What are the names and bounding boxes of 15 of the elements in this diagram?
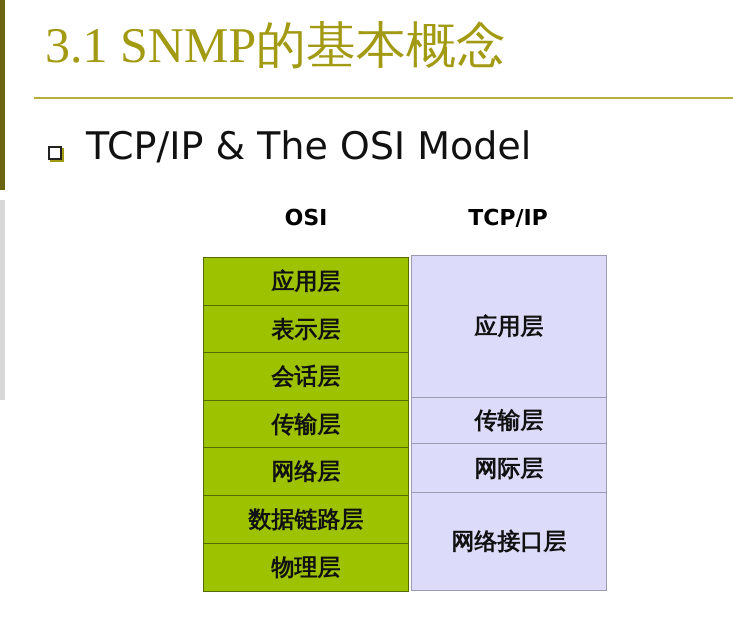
slide-title: 3.1 SNMP的基本概念 (45, 16, 506, 75)
layer-box: 数据链路层 (203, 495, 409, 544)
layer-box: 网络接口层 (411, 492, 607, 590)
column-heading: OSI (284, 206, 328, 231)
layer-box: 应用层 (203, 257, 409, 306)
layer-box: 传输层 (411, 396, 607, 444)
layer-box: 传输层 (203, 400, 409, 449)
column-heading: TCP/IP (467, 206, 549, 231)
layer-box: 物理层 (203, 542, 409, 592)
layer-box: 网际层 (411, 443, 607, 493)
subtitle: TCP/IP & The OSI Model (86, 124, 532, 168)
layer-box: 应用层 (411, 255, 607, 398)
layer-box: 表示层 (203, 304, 409, 354)
layer-box: 网络层 (203, 447, 409, 496)
layer-box: 会话层 (203, 352, 409, 402)
